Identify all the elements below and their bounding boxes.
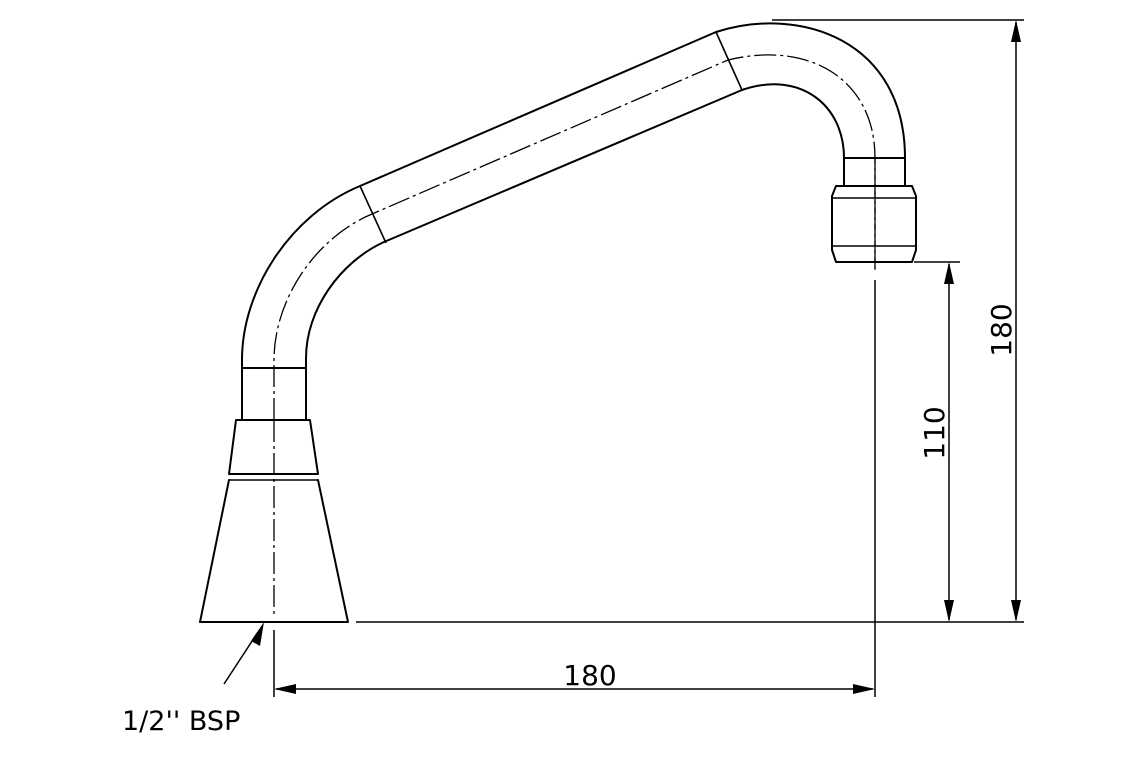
- nozzle-body: [831, 185, 917, 263]
- base-upper-taper: [228, 419, 319, 475]
- arrow-reach-right: [853, 684, 875, 694]
- outlet-nozzle: [831, 157, 917, 268]
- arrow-total-height-bottom: [1011, 600, 1021, 622]
- dimensions: 180 110 180: [273, 19, 1024, 697]
- dimension-total-height-label: 180: [985, 303, 1018, 356]
- arrow-reach-left: [274, 684, 296, 694]
- base-assembly: [199, 367, 349, 623]
- thread-annotation: 1/2'' BSP: [122, 622, 264, 737]
- dimension-outlet-height-label: 110: [918, 406, 951, 459]
- arrow-total-height-top: [1011, 20, 1021, 42]
- spout-body: [241, 22, 906, 420]
- tube-centerline: [273, 54, 876, 420]
- leader-arrow: [251, 622, 264, 646]
- tube-joint-left: [359, 185, 387, 244]
- tube-inner-edge: [305, 83, 845, 369]
- tube-joint-right: [715, 31, 743, 91]
- base-cone: [199, 479, 349, 623]
- arrow-outlet-height-bottom: [944, 600, 954, 622]
- arrow-outlet-height-top: [944, 262, 954, 284]
- tube-outer-edge: [241, 22, 906, 369]
- dimension-reach-label: 180: [563, 659, 616, 692]
- thread-size-label: 1/2'' BSP: [122, 706, 240, 737]
